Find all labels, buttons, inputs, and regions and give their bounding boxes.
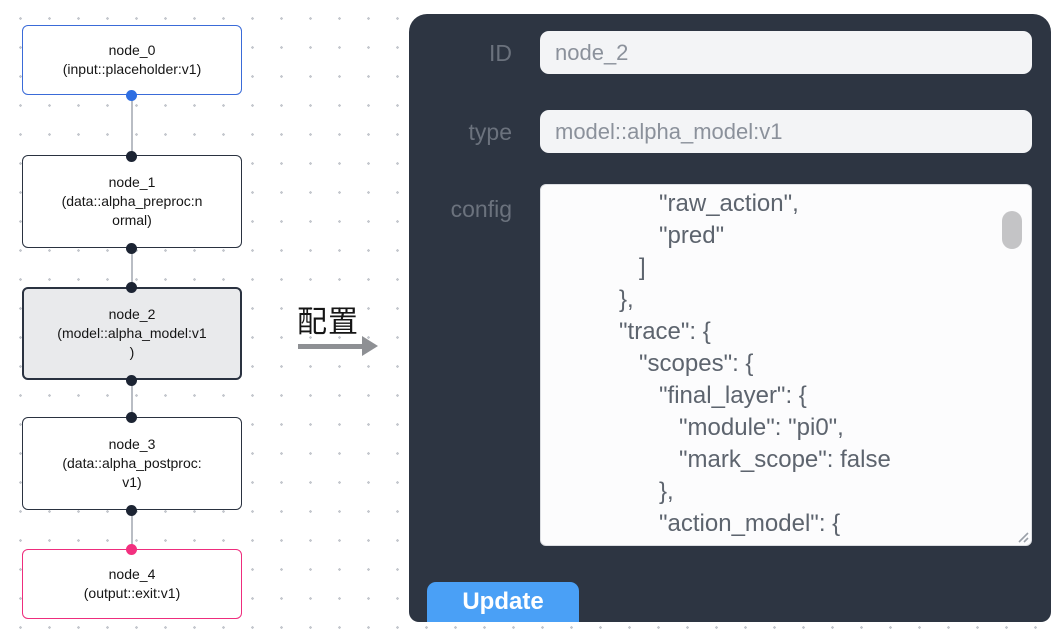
port-node2-output[interactable] [126, 374, 137, 386]
config-json-text: "raw_action", "pred" ] }, "trace": { "sc… [619, 190, 891, 537]
port-node1-output[interactable] [126, 242, 137, 254]
id-field-label: ID [489, 40, 512, 66]
config-annotation-label: 配置 [297, 306, 359, 339]
config-textarea[interactable]: "raw_action", "pred" ] }, "trace": { "sc… [540, 184, 1032, 546]
port-node3-output[interactable] [126, 504, 137, 516]
port-node1-input[interactable] [126, 150, 137, 162]
flow-node-node_4[interactable]: node_4 (output::exit:v1) [22, 549, 242, 619]
config-field-label: config [450, 196, 512, 222]
flow-node-node_3[interactable]: node_3 (data::alpha_postproc: v1) [22, 417, 242, 510]
node-title: node_3 [108, 436, 156, 452]
update-button[interactable]: Update [427, 582, 579, 622]
node-config-panel: ID type config "raw_action", "pred" ] },… [409, 14, 1051, 622]
node-subtitle: (input::placeholder:v1) [62, 61, 202, 77]
right-arrow-head-icon [362, 336, 378, 356]
node-subtitle: (data::alpha_preproc:n [61, 193, 203, 209]
node-title: node_1 [108, 174, 156, 190]
type-field-label: type [468, 119, 512, 145]
type-input[interactable] [540, 110, 1032, 153]
node-subtitle: ) [129, 344, 135, 360]
node-title: node_4 [108, 566, 156, 582]
scrollbar-thumb[interactable] [1002, 211, 1022, 249]
node-subtitle: (output::exit:v1) [83, 585, 181, 601]
port-node3-input[interactable] [126, 411, 137, 423]
right-arrow-icon [298, 344, 362, 349]
resize-handle-icon[interactable] [1013, 527, 1029, 543]
port-node4-input[interactable] [126, 543, 137, 555]
edge-node2-node3 [131, 380, 133, 418]
flow-node-node_1[interactable]: node_1 (data::alpha_preproc:n ormal) [22, 155, 242, 248]
node-title: node_0 [108, 42, 156, 58]
edge-node3-node4 [131, 510, 133, 550]
node-subtitle: v1) [122, 474, 142, 490]
port-node0-output[interactable] [126, 89, 137, 101]
edge-node0-node1 [131, 95, 133, 157]
flow-node-node_0[interactable]: node_0 (input::placeholder:v1) [22, 25, 242, 95]
node-subtitle: (data::alpha_postproc: [62, 455, 202, 471]
node-title: node_2 [108, 306, 156, 322]
port-node2-input[interactable] [126, 281, 137, 293]
edge-node1-node2 [131, 248, 133, 288]
node-subtitle: (model::alpha_model:v1 [57, 325, 207, 341]
id-input[interactable] [540, 31, 1032, 74]
node-subtitle: ormal) [112, 212, 152, 228]
flow-node-node_2-selected[interactable]: node_2 (model::alpha_model:v1 ) [22, 287, 242, 380]
